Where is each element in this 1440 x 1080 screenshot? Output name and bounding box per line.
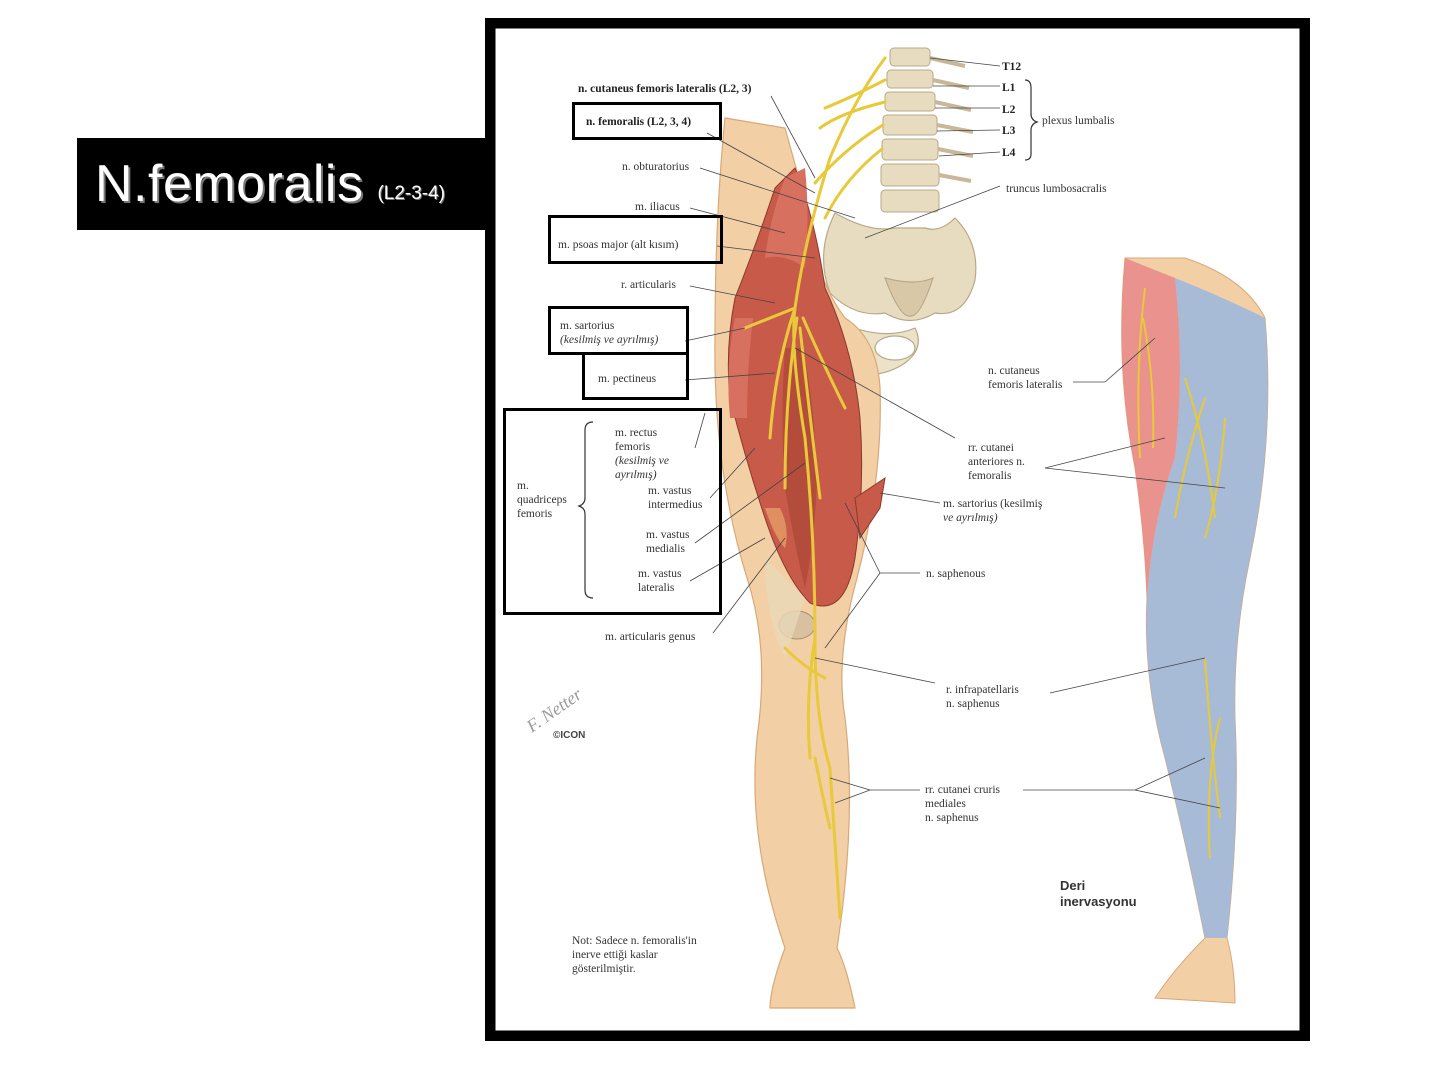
anatomy-figure: n. cutaneus femoris lateralis (L2, 3) n.… — [485, 18, 1310, 1041]
label-plexus-lumbalis: plexus lumbalis — [1042, 115, 1115, 127]
highlight-box-psoas — [548, 215, 723, 264]
label-sartorius-right-line2: ve ayrılmış) — [943, 512, 998, 524]
label-cruris-line1: rr. cutanei cruris — [925, 784, 1001, 796]
label-rr-cutanei-anteriores-line2: anteriores n. — [968, 456, 1025, 468]
label-vastus-lateralis-line2: lateralis — [638, 582, 675, 594]
quadriceps-brace — [577, 421, 594, 599]
label-quadriceps-line2: quadriceps — [517, 494, 567, 506]
label-vastus-lateralis-line1: m. vastus — [638, 568, 682, 580]
label-l3: L3 — [1002, 125, 1016, 137]
label-vastus-medialis-line1: m. vastus — [646, 529, 690, 541]
label-rectus-line3: (kesilmiş ve — [615, 455, 669, 467]
label-t12: T12 — [1002, 61, 1022, 73]
label-cruris-line3: n. saphenus — [925, 812, 979, 824]
note-line3: gösterilmiştir. — [572, 963, 636, 975]
skin-innervation-leg — [1121, 257, 1269, 1004]
icon-logo: ©ICON — [553, 730, 586, 741]
label-vastus-medialis-line2: medialis — [646, 543, 685, 555]
label-rectus-line4: ayrılmış) — [615, 469, 657, 481]
label-psoas: m. psoas major (alt kısım) — [558, 239, 679, 251]
label-vastus-intermedius-line1: m. vastus — [648, 485, 692, 497]
label-sartorius-right-line1: m. sartorius (kesilmiş — [943, 498, 1043, 510]
label-deri-line1: Deri — [1060, 878, 1086, 893]
plexus-brace — [1024, 79, 1039, 161]
label-rr-cutanei-anteriores-line3: femoralis — [968, 470, 1012, 482]
leader-lines — [684, 57, 1226, 809]
label-saphenous: n. saphenous — [926, 568, 986, 580]
label-sartorius-line2: (kesilmiş ve ayrılmış) — [560, 334, 659, 346]
label-infrapatellaris-line1: r. infrapatellaris — [946, 684, 1019, 696]
label-articularis: r. articularis — [621, 279, 676, 291]
label-obturatorius: n. obturatorius — [622, 161, 690, 173]
label-l4: L4 — [1002, 147, 1016, 159]
spine — [880, 47, 974, 213]
label-quadriceps-line1: m. — [517, 480, 529, 492]
page-subtitle: (L2-3-4) — [377, 183, 446, 204]
label-pectineus: m. pectineus — [598, 373, 657, 385]
label-cruris-line2: mediales — [925, 798, 966, 810]
label-cutaneus-femoris-lateralis-line2: femoris lateralis — [988, 379, 1063, 391]
label-rectus-line2: femoris — [615, 441, 651, 453]
label-femoralis: n. femoralis (L2, 3, 4) — [586, 116, 692, 128]
label-infrapatellaris-line2: n. saphenus — [946, 698, 1000, 710]
label-rectus-line1: m. rectus — [615, 427, 658, 439]
femoral-nerve-branches — [743, 56, 887, 920]
highlight-box-femoralis — [572, 102, 722, 140]
note-line2: inerve ettiği kaslar — [572, 949, 658, 961]
label-deri-line2: inervasyonu — [1060, 894, 1137, 909]
label-rr-cutanei-anteriores-line1: rr. cutanei — [968, 442, 1014, 454]
label-truncus-lumbosacralis: truncus lumbosacralis — [1006, 183, 1107, 195]
label-cutaneus-femoris-lateralis-line1: n. cutaneus — [988, 365, 1040, 377]
page-title: N.femoralis — [95, 155, 364, 213]
label-articularis-genus: m. articularis genus — [605, 631, 696, 643]
label-iliacus: m. iliacus — [635, 201, 680, 213]
label-quadriceps-line3: femoris — [517, 508, 553, 520]
highlight-box-quadriceps — [503, 408, 722, 615]
highlight-box-pectineus — [582, 352, 689, 400]
label-vastus-intermedius-line2: intermedius — [648, 499, 703, 511]
anatomy-illustration — [485, 18, 1310, 1041]
label-l1: L1 — [1002, 82, 1016, 94]
label-l2: L2 — [1002, 104, 1016, 116]
label-sartorius-line1: m. sartorius — [560, 320, 615, 332]
title-banner: N.femoralis (L2-3-4) — [77, 138, 497, 230]
note-line1: Not: Sadece n. femoralis'in — [572, 935, 697, 947]
label-cutaneus-femoris-lateralis-top: n. cutaneus femoris lateralis (L2, 3) — [578, 83, 752, 95]
